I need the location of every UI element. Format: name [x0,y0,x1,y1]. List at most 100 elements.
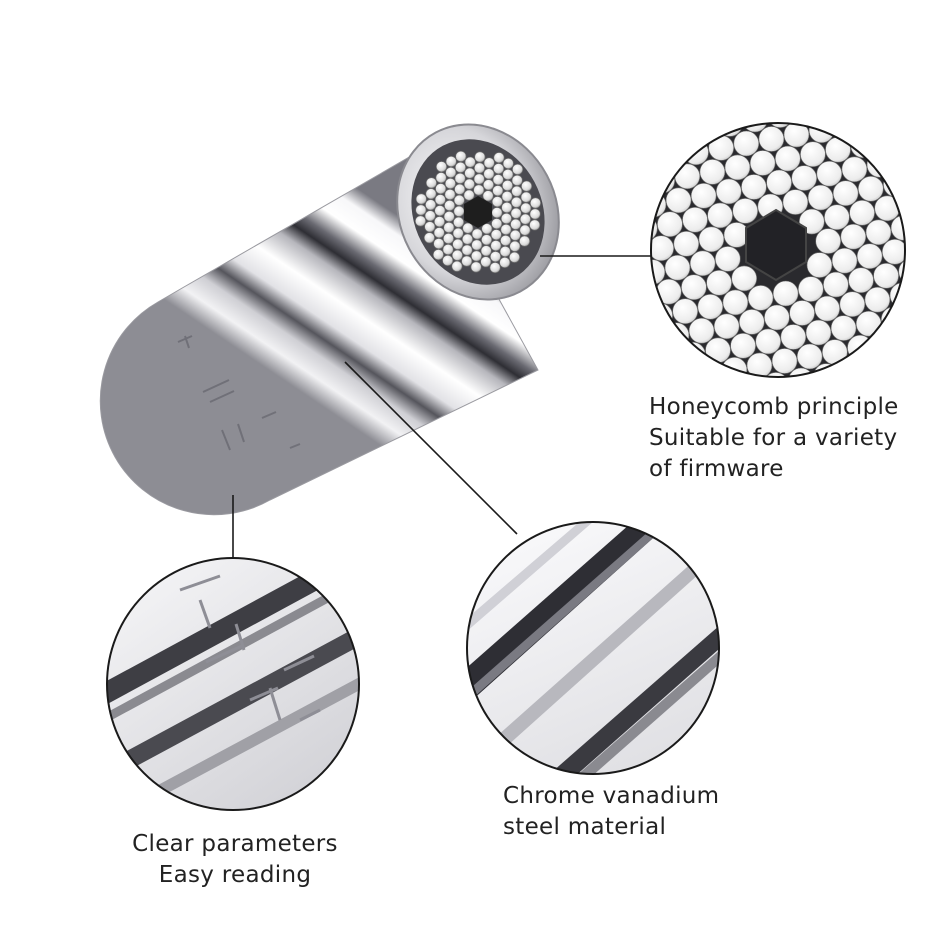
pin [821,339,848,365]
pin [435,161,447,173]
pin [442,255,454,267]
honeycomb-caption-line1: Honeycomb principle [649,394,899,420]
pin [454,172,466,184]
pin [463,189,475,201]
pin [452,238,464,250]
pin [831,247,858,274]
pin [807,184,834,211]
pin [682,207,708,233]
pin [461,244,473,256]
engraved-size-markings [177,335,301,451]
pin [766,169,792,196]
pin [454,161,466,173]
pin [657,211,683,237]
pin [824,204,850,230]
pin [434,194,446,206]
pin [415,193,427,205]
pin [519,213,531,225]
pin [832,180,859,206]
pin [698,226,725,253]
pin [839,291,866,318]
pin [510,218,522,230]
leader-lines [232,255,652,558]
pin [764,304,790,331]
pin [500,213,512,225]
pin [708,135,735,161]
pin [500,235,512,247]
pin [464,167,476,179]
pin [651,235,675,261]
pin [529,208,541,220]
honeycomb-caption-line2: Suitable for a variety [649,425,898,451]
pin [443,222,455,234]
socket-pin-array [414,150,541,274]
pin [491,207,503,219]
pin [452,227,464,239]
pin [520,191,532,203]
pin [445,156,457,168]
pin [445,167,457,179]
honeycomb-caption: Honeycomb principle Suitable for a varie… [649,392,899,485]
pin [816,160,843,187]
pin [434,205,446,217]
pin [772,280,799,307]
pin [733,130,760,157]
pin [865,219,892,246]
pin [470,250,482,262]
pin [789,300,815,326]
pin [509,240,521,252]
pin [493,163,505,175]
pin [482,190,494,202]
pin [474,151,486,163]
pin [681,274,707,301]
pin [435,172,447,184]
pin [444,178,456,190]
pin [690,183,717,209]
pin [444,189,456,201]
pin [461,255,473,267]
pin [855,310,882,337]
pin [481,223,493,235]
pin [519,235,531,247]
pin [521,180,533,192]
pin [850,132,876,159]
hex-core-small [464,196,492,228]
pin [493,152,505,164]
pin [783,123,810,148]
pin [731,265,758,292]
pin [797,276,824,302]
pin [425,199,437,211]
pin [738,309,765,335]
pin [481,234,493,246]
pin [473,184,485,196]
pin [425,177,437,189]
pin [470,261,482,273]
pin [492,174,504,186]
pin [414,215,426,227]
parameters-caption-line1: Clear parameters [132,831,338,857]
pin [491,196,503,208]
pin [714,246,741,272]
parameters-detail [106,557,360,811]
pin [774,145,801,172]
pin [508,251,520,263]
pin [746,352,773,377]
pin [444,200,456,212]
pin [805,319,832,346]
pin [806,252,833,278]
pin [432,249,444,261]
pin [730,332,756,359]
pin [767,123,793,128]
parameters-caption-line2: Easy reading [158,862,312,888]
pin [471,228,483,240]
pin [724,154,751,181]
pin [665,187,692,214]
pin [688,317,715,344]
pin [489,262,501,274]
pin [771,348,798,374]
pin [707,202,733,229]
pin [480,256,492,268]
pin [501,191,513,203]
pin [471,239,483,251]
